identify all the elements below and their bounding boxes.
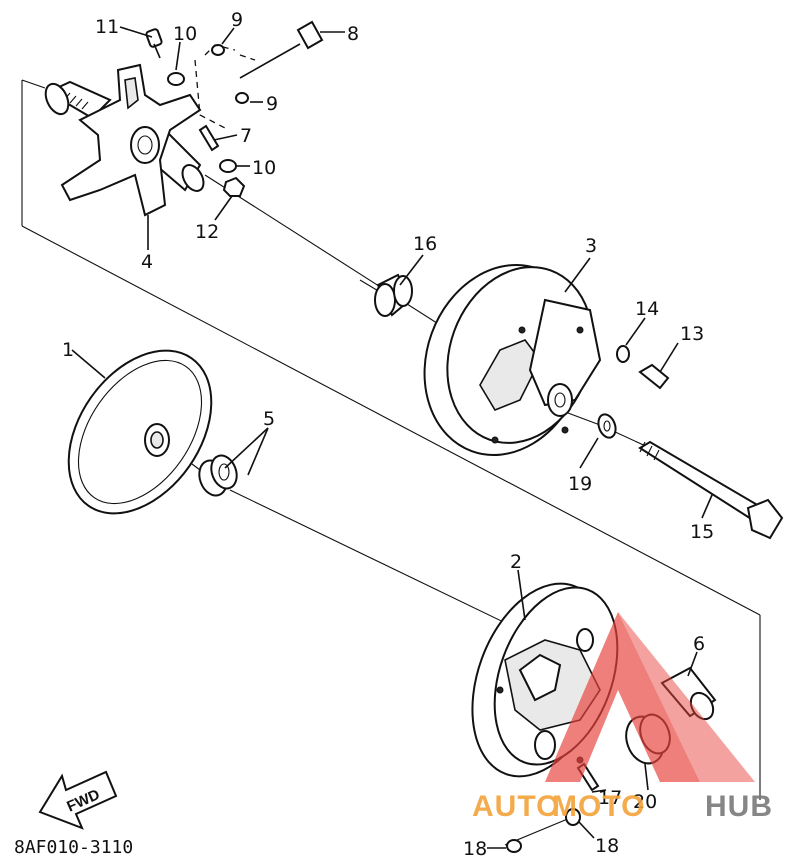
callout-1: 1 (62, 339, 74, 361)
bushing-part (374, 273, 413, 317)
callout-14: 14 (635, 298, 659, 320)
leader-lines (71, 26, 713, 849)
callout-20: 20 (633, 791, 657, 813)
callout-18-left: 18 (463, 838, 487, 860)
callout-12: 12 (195, 221, 219, 243)
callout-2: 2 (510, 551, 522, 573)
callout-4: 4 (141, 251, 153, 273)
spider-hardware (145, 20, 324, 197)
callout-8: 8 (347, 23, 359, 45)
callout-9-upper: 9 (231, 9, 243, 31)
watermark-text-hub: HUB (705, 790, 773, 823)
weight-roller-part (660, 666, 717, 721)
watermark-triangle-icon (545, 612, 755, 782)
cover-fasteners (616, 345, 670, 390)
callout-13: 13 (680, 323, 704, 345)
callout-10-upper: 10 (173, 23, 197, 45)
diagram-code: 8AF010-3110 (14, 837, 133, 858)
long-bolt-part (638, 440, 784, 540)
callout-5: 5 (263, 408, 275, 430)
callout-17: 17 (598, 787, 622, 809)
callout-15: 15 (690, 521, 714, 543)
callout-6: 6 (693, 633, 705, 655)
circlip-parts (506, 808, 581, 853)
callout-19: 19 (568, 473, 592, 495)
callout-11: 11 (95, 16, 119, 38)
callout-3: 3 (585, 235, 597, 257)
spider-assembly-part (44, 63, 205, 217)
watermark-text-auto: AUTO (472, 790, 560, 823)
callout-10-lower: 10 (252, 157, 276, 179)
washer-part (597, 413, 617, 439)
watermark-logo: AUTO MOTO HUB (472, 612, 773, 823)
watermark-text-moto: MOTO (552, 790, 645, 823)
callout-7: 7 (240, 125, 252, 147)
fwd-arrow: FWD (38, 770, 118, 830)
fixed-sheave-part (67, 349, 213, 515)
callout-16: 16 (413, 233, 437, 255)
movable-sheave-cover-part (423, 264, 602, 456)
callout-9-lower: 9 (266, 93, 278, 115)
callout-labels: 11 10 9 8 9 7 10 12 4 16 3 14 13 1 5 19 … (62, 9, 714, 860)
callout-18-right: 18 (595, 835, 619, 857)
